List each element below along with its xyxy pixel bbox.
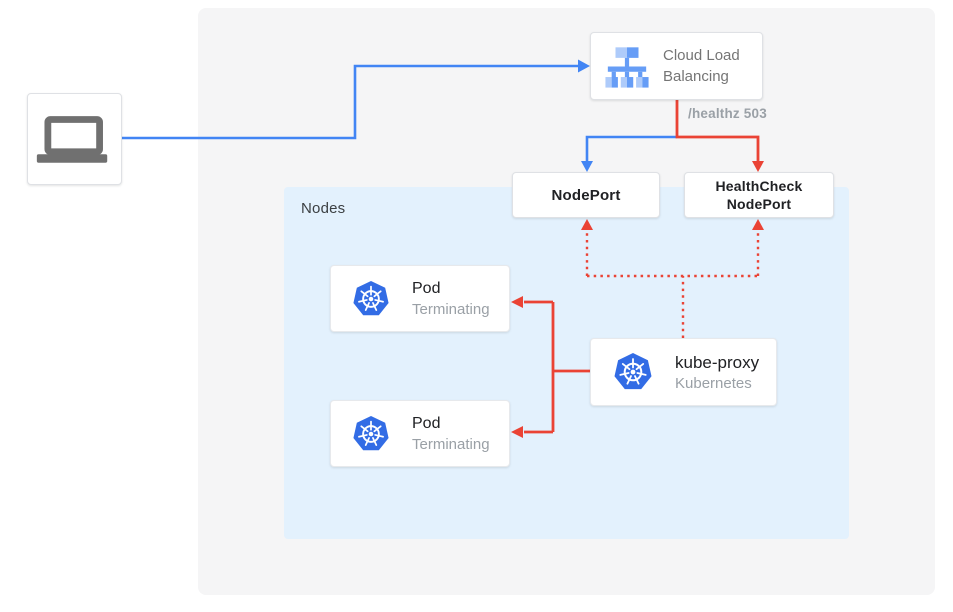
nodes-panel-label: Nodes [301,200,346,217]
pod-status: Terminating [412,300,490,318]
healthcheck-nodeport-card: HealthCheck NodePort [684,172,834,218]
cloud-load-balancing-icon [604,45,650,88]
kubernetes-icon [613,352,653,392]
nodeport-label: NodePort [551,186,621,204]
pod-title: Pod [412,414,441,432]
healthcheck-nodeport-label: HealthCheck NodePort [715,178,803,212]
healthz-503-label: /healthz 503 [688,106,767,121]
kube-proxy-title: kube-proxy [675,352,760,372]
kubernetes-icon [352,415,390,453]
pod-title: Pod [412,279,441,297]
pod-text: Pod Terminating [412,413,490,455]
laptop-icon [32,100,118,178]
kube-proxy-card: kube-proxy Kubernetes [590,338,777,406]
cloud-load-balancing-label: Cloud Load Balancing [663,47,740,85]
pod-card: Pod Terminating [330,265,510,332]
nodeport-card: NodePort [512,172,660,218]
kubernetes-icon [352,280,390,318]
pod-status: Terminating [412,435,490,453]
pod-card: Pod Terminating [330,400,510,467]
pod-text: Pod Terminating [412,278,490,320]
client-device-card [27,93,122,185]
kube-proxy-text: kube-proxy Kubernetes [675,351,759,394]
cloud-load-balancing-card: Cloud Load Balancing [590,32,763,100]
kube-proxy-subtitle: Kubernetes [675,374,752,392]
